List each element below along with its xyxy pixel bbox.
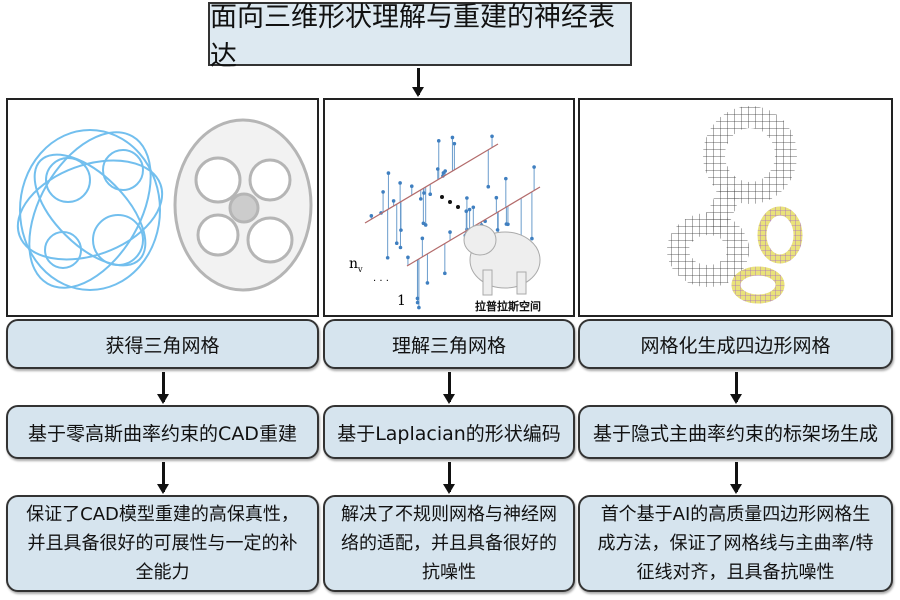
laplacian-point: [471, 205, 476, 210]
laplacian-point: [399, 228, 403, 232]
diagram-title: 面向三维形状理解与重建的神经表达: [208, 2, 632, 72]
laplacian-point: [452, 141, 457, 146]
arrow-down: [156, 462, 169, 494]
laplacian-point: [464, 209, 469, 214]
stage-label: 获得三角网格: [6, 319, 319, 369]
quad-mesh-image: [578, 98, 893, 317]
laplacian-point: [398, 245, 403, 250]
laplacian-point: [435, 167, 440, 171]
laplacian-point: [391, 199, 396, 203]
laplacian-point: [421, 221, 426, 226]
laplacian-point: [409, 184, 414, 189]
result-box: 首个基于AI的高质量四边形网格生成方法，保证了网格线与主曲率/特征线对齐，且具备…: [578, 495, 893, 592]
laplacian-point: [418, 197, 423, 201]
blue-wireframe-shape: [16, 129, 164, 291]
laplacian-point: [490, 134, 494, 139]
laplacian-point: [441, 171, 446, 175]
laplacian-point: [420, 236, 425, 241]
arrow-down: [729, 462, 742, 494]
laplacian-point: [425, 281, 430, 285]
arrow-down: [412, 68, 424, 97]
laplacian-point: [415, 300, 420, 305]
laplacian-point: [386, 171, 391, 175]
laplacian-point: [530, 236, 534, 241]
laplacian-point: [467, 207, 472, 212]
arrow-down: [443, 372, 455, 404]
laplacian-point: [448, 230, 452, 234]
axis-bottom-label: 1: [397, 293, 406, 309]
laplacian-point: [506, 222, 510, 227]
laplacian-point: [422, 191, 426, 195]
axis-top-label: nv: [349, 256, 363, 274]
white-cad-shape: [173, 118, 313, 292]
stage-label: 网格化生成四边形网格: [578, 319, 893, 369]
laplacian-space-image: nv · · · 1 拉普拉斯空间: [323, 98, 575, 317]
laplacian-point: [415, 296, 420, 301]
arrow-down: [443, 462, 455, 494]
result-box: 解决了不规则网格与神经网络的适配，并且具备很好的抗噪性: [323, 495, 575, 592]
laplacian-point: [385, 255, 390, 260]
result-box: 保证了CAD模型重建的高保真性，并且具备很好的可展性与一定的补全能力: [6, 495, 319, 592]
laplacian-point: [436, 139, 441, 143]
method-box: 基于隐式主曲率约束的标架场生成: [578, 405, 893, 459]
cad-mesh-image: [6, 98, 319, 317]
laplacian-point: [495, 228, 500, 232]
arrow-down: [156, 372, 169, 404]
method-box: 基于Laplacian的形状编码: [323, 405, 575, 459]
stage-label: 理解三角网格: [323, 319, 575, 369]
image-caption: 拉普拉斯空间: [475, 300, 541, 313]
laplacian-point: [428, 192, 433, 197]
laplacian-point: [398, 181, 402, 185]
arrow-down: [729, 372, 742, 404]
laplacian-point: [450, 135, 455, 140]
laplacian-point: [406, 255, 410, 260]
figure-eight-mesh: [667, 106, 797, 287]
laplacian-point: [369, 214, 374, 218]
laplacian-point: [504, 176, 508, 181]
colored-mesh: [731, 206, 803, 304]
laplacian-point: [494, 195, 499, 200]
laplacian-point: [532, 165, 536, 169]
laplacian-point: [381, 190, 385, 194]
method-box: 基于零高斯曲率约束的CAD重建: [6, 405, 319, 459]
laplacian-point: [465, 196, 469, 200]
laplacian-point: [417, 305, 421, 310]
laplacian-point: [443, 271, 447, 276]
laplacian-point: [486, 184, 491, 189]
axis-dots: · · ·: [373, 276, 389, 287]
cow-model: [463, 224, 541, 296]
laplacian-point: [394, 241, 399, 246]
